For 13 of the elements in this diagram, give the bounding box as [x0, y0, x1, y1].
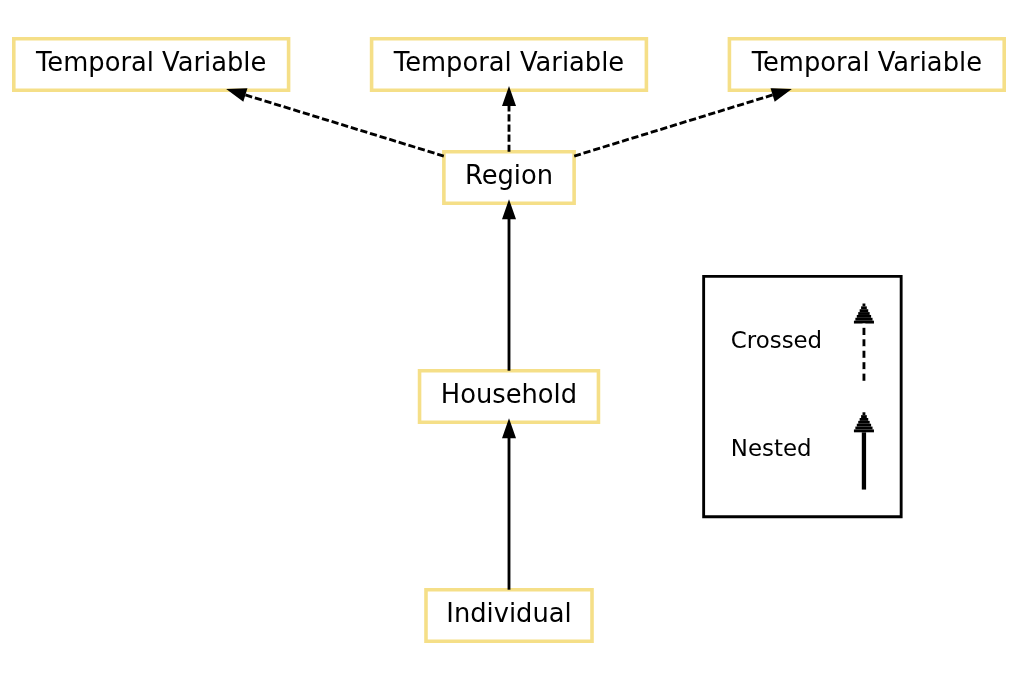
legend-label: Nested: [730, 434, 812, 461]
node-box: Temporal Variable: [727, 36, 1006, 92]
arrow: [501, 417, 517, 590]
node-box: Temporal Variable: [369, 36, 649, 92]
arrow: [501, 198, 517, 371]
arrow: [573, 87, 792, 157]
node-box: Temporal Variable: [12, 36, 291, 92]
node-box: Individual: [424, 587, 594, 643]
node-box: Region: [442, 149, 576, 205]
node-box: Household: [417, 368, 601, 424]
arrow: [226, 87, 445, 157]
legend-label: Crossed: [730, 326, 823, 353]
arrow: [501, 85, 517, 152]
